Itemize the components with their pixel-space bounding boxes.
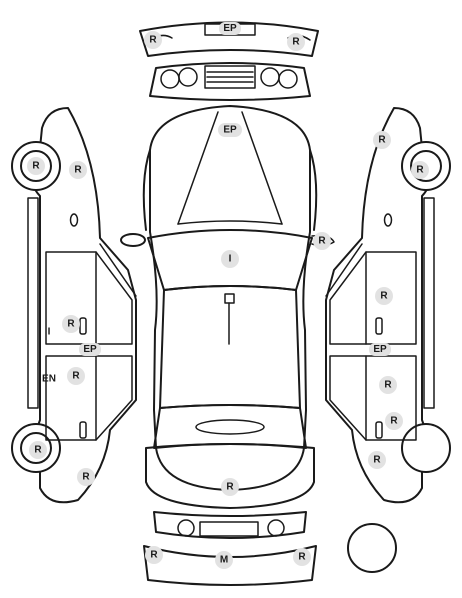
svg-text:R: R bbox=[226, 482, 234, 493]
badge-front-bumper-left[interactable]: R bbox=[144, 31, 162, 49]
svg-text:EP: EP bbox=[223, 23, 237, 34]
svg-text:R: R bbox=[380, 291, 388, 302]
badge-windshield[interactable]: I bbox=[221, 250, 239, 268]
svg-text:R: R bbox=[67, 319, 75, 330]
badge-rear-bumper-right[interactable]: R bbox=[293, 548, 311, 566]
left-side-view[interactable] bbox=[11, 107, 137, 504]
rear-bumper[interactable] bbox=[143, 545, 317, 586]
badge-front-wheel-left[interactable]: R bbox=[27, 157, 45, 175]
svg-text:I: I bbox=[229, 254, 232, 265]
svg-text:R: R bbox=[32, 161, 40, 172]
front-grille[interactable] bbox=[149, 62, 311, 101]
right-side-view[interactable] bbox=[325, 107, 451, 504]
badge-right-sill[interactable]: EP bbox=[369, 343, 391, 356]
badge-rear-bumper-left[interactable]: R bbox=[145, 546, 163, 564]
svg-text:R: R bbox=[149, 35, 157, 46]
badge-left-sill[interactable]: EP bbox=[79, 343, 101, 356]
svg-text:EP: EP bbox=[373, 344, 387, 355]
badge-left-rear-door-inner[interactable]: EN bbox=[42, 374, 56, 385]
badge-front-bumper-center[interactable]: EP bbox=[219, 22, 241, 35]
badge-rear-wheel-left[interactable]: R bbox=[29, 441, 47, 459]
svg-text:R: R bbox=[318, 236, 326, 247]
badge-left-front-door-inner[interactable]: I bbox=[48, 327, 51, 338]
badge-right-rear-door-lower[interactable]: R bbox=[385, 412, 403, 430]
svg-text:R: R bbox=[292, 37, 300, 48]
badge-rear-bumper-center[interactable]: M bbox=[215, 551, 233, 569]
svg-text:EP: EP bbox=[223, 125, 237, 136]
svg-text:R: R bbox=[150, 550, 158, 561]
svg-text:R: R bbox=[298, 552, 306, 563]
badge-front-wheel-right[interactable]: R bbox=[411, 161, 429, 179]
badge-left-rear-door[interactable]: R bbox=[67, 367, 85, 385]
svg-text:R: R bbox=[373, 455, 381, 466]
badge-front-fender-left[interactable]: R bbox=[69, 161, 87, 179]
badge-right-rear-door[interactable]: R bbox=[379, 376, 397, 394]
svg-text:M: M bbox=[220, 555, 228, 566]
svg-text:R: R bbox=[34, 445, 42, 456]
badge-trunk[interactable]: R bbox=[221, 478, 239, 496]
badge-hood[interactable]: EP bbox=[218, 123, 242, 137]
svg-text:R: R bbox=[416, 165, 424, 176]
svg-text:R: R bbox=[72, 371, 80, 382]
badge-rear-fender-left[interactable]: R bbox=[77, 468, 95, 486]
rear-lights[interactable] bbox=[153, 511, 307, 539]
svg-text:I: I bbox=[48, 327, 51, 338]
spare-wheel[interactable] bbox=[347, 523, 397, 573]
svg-text:EN: EN bbox=[42, 374, 56, 385]
badge-front-fender-right-top[interactable]: R bbox=[373, 131, 391, 149]
svg-text:R: R bbox=[390, 416, 398, 427]
damage-labels: R EP R EP R R R R bbox=[27, 22, 429, 569]
svg-text:R: R bbox=[384, 380, 392, 391]
car-body-top[interactable] bbox=[120, 105, 335, 509]
svg-text:R: R bbox=[378, 135, 386, 146]
badge-right-rear-fender[interactable]: R bbox=[368, 451, 386, 469]
badge-left-front-door[interactable]: R bbox=[62, 315, 80, 333]
svg-text:R: R bbox=[74, 165, 82, 176]
svg-text:R: R bbox=[82, 472, 90, 483]
badge-front-bumper-right[interactable]: R bbox=[287, 33, 305, 51]
svg-text:EP: EP bbox=[83, 344, 97, 355]
badge-right-front-door[interactable]: R bbox=[375, 287, 393, 305]
badge-mirror-right[interactable]: R bbox=[313, 232, 331, 250]
